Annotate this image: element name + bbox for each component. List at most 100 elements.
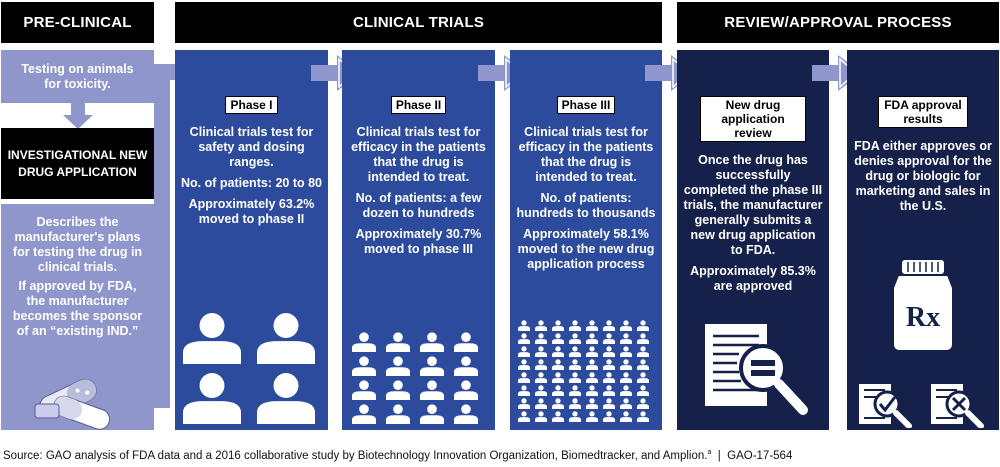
person-icon (637, 411, 649, 422)
phase-2-panel: Phase II Clinical trials test for effica… (342, 50, 495, 430)
person-icon (454, 356, 478, 376)
phase-2-title: Phase II (390, 96, 447, 114)
nda-review-description: Once the drug has successfully completed… (683, 153, 823, 257)
person-icon (569, 411, 581, 422)
person-icon (569, 320, 581, 331)
person-icon (637, 359, 649, 370)
fda-approval-panel: FDA approval results FDA either approves… (847, 50, 999, 430)
person-icon (535, 333, 547, 344)
person-icon (454, 380, 478, 400)
fda-approval-title: FDA approval results (878, 96, 968, 128)
person-icon (535, 359, 547, 370)
person-icon (552, 398, 564, 409)
person-icon (586, 333, 598, 344)
phase-2-patients: No. of patients: a few dozen to hundreds (355, 191, 482, 220)
footnote-marker: a (707, 449, 712, 456)
denied-x-icon (931, 384, 984, 428)
phase-1-people-icons (183, 313, 315, 424)
person-icon (586, 411, 598, 422)
fda-approval-description: FDA either approves or denies approval f… (854, 139, 992, 213)
person-icon (603, 398, 615, 409)
animal-testing-box: Testing on animals for toxicity. (1, 50, 154, 103)
person-icon (183, 373, 241, 424)
person-icon (569, 372, 581, 383)
phase-1-title: Phase I (225, 96, 278, 114)
report-id: | GAO-17-564 (711, 449, 793, 462)
person-icon (586, 320, 598, 331)
person-icon (386, 380, 410, 400)
person-icon (518, 411, 530, 422)
ind-text: INVESTIGATIONAL NEW DRUG APPLICATION (7, 147, 148, 179)
phase-3-people-icons (518, 320, 649, 422)
person-icon (586, 359, 598, 370)
phase-1-description: Clinical trials test for safety and dosi… (189, 125, 314, 169)
source-note: Source: GAO analysis of FDA data and a 2… (3, 446, 993, 463)
person-icon (518, 359, 530, 370)
person-icon (552, 372, 564, 383)
person-icon (586, 385, 598, 396)
person-icon (620, 411, 632, 422)
person-icon (535, 411, 547, 422)
ind-sponsor-text: If approved by FDA, the manufacturer bec… (12, 279, 143, 338)
person-icon (637, 320, 649, 331)
person-icon (454, 404, 478, 424)
source-text: Source: GAO analysis of FDA data and a 2… (3, 449, 708, 462)
person-icon (352, 332, 376, 352)
person-icon (352, 356, 376, 376)
ind-box: INVESTIGATIONAL NEW DRUG APPLICATION (1, 128, 154, 199)
person-icon (518, 333, 530, 344)
person-icon (569, 359, 581, 370)
person-icon (535, 385, 547, 396)
clinical-trials-header: CLINICAL TRIALS (175, 2, 662, 43)
person-icon (518, 372, 530, 383)
person-icon (257, 373, 315, 424)
person-icon (603, 372, 615, 383)
person-icon (535, 398, 547, 409)
person-icon (352, 380, 376, 400)
person-icon (352, 404, 376, 424)
phase-3-title: Phase III (556, 96, 616, 114)
ind-description-box: Describes the manufacturer's plans for t… (1, 204, 154, 430)
person-icon (257, 313, 315, 364)
person-icon (603, 346, 615, 357)
person-icon (535, 372, 547, 383)
person-icon (620, 320, 632, 331)
person-icon (603, 333, 615, 344)
nda-review-title: New drug application review (700, 96, 806, 142)
rx-symbol: Rx (906, 302, 940, 333)
person-icon (552, 411, 564, 422)
person-icon (518, 385, 530, 396)
person-icon (518, 398, 530, 409)
person-icon (420, 380, 444, 400)
animal-testing-text: Testing on animals for toxicity. (21, 61, 134, 91)
phase-2-people-icons (352, 332, 478, 424)
person-icon (586, 398, 598, 409)
phase-3-panel: Phase III Clinical trials test for effic… (510, 50, 662, 430)
review-approval-header: REVIEW/APPROVAL PROCESS (677, 2, 999, 43)
person-icon (637, 333, 649, 344)
phase-1-patients: No. of patients: 20 to 80 (181, 176, 322, 190)
person-icon (454, 332, 478, 352)
person-icon (603, 385, 615, 396)
preclinical-header: PRE-CLINICAL (1, 2, 154, 43)
phase-2-rate: Approximately 30.7% moved to phase III (355, 227, 482, 256)
person-icon (535, 320, 547, 331)
ind-description-text: Describes the manufacturer's plans for t… (12, 215, 143, 274)
person-icon (386, 404, 410, 424)
person-icon (420, 332, 444, 352)
person-icon (620, 346, 632, 357)
person-icon (535, 346, 547, 357)
person-icon (603, 359, 615, 370)
person-icon (552, 320, 564, 331)
person-icon (569, 333, 581, 344)
person-icon (620, 359, 632, 370)
person-icon (552, 346, 564, 357)
person-icon (569, 346, 581, 357)
person-icon (620, 372, 632, 383)
person-icon (637, 372, 649, 383)
person-icon (620, 398, 632, 409)
person-icon (386, 356, 410, 376)
person-icon (552, 333, 564, 344)
person-icon (569, 398, 581, 409)
phase-1-panel: Phase I Clinical trials test for safety … (175, 50, 328, 430)
